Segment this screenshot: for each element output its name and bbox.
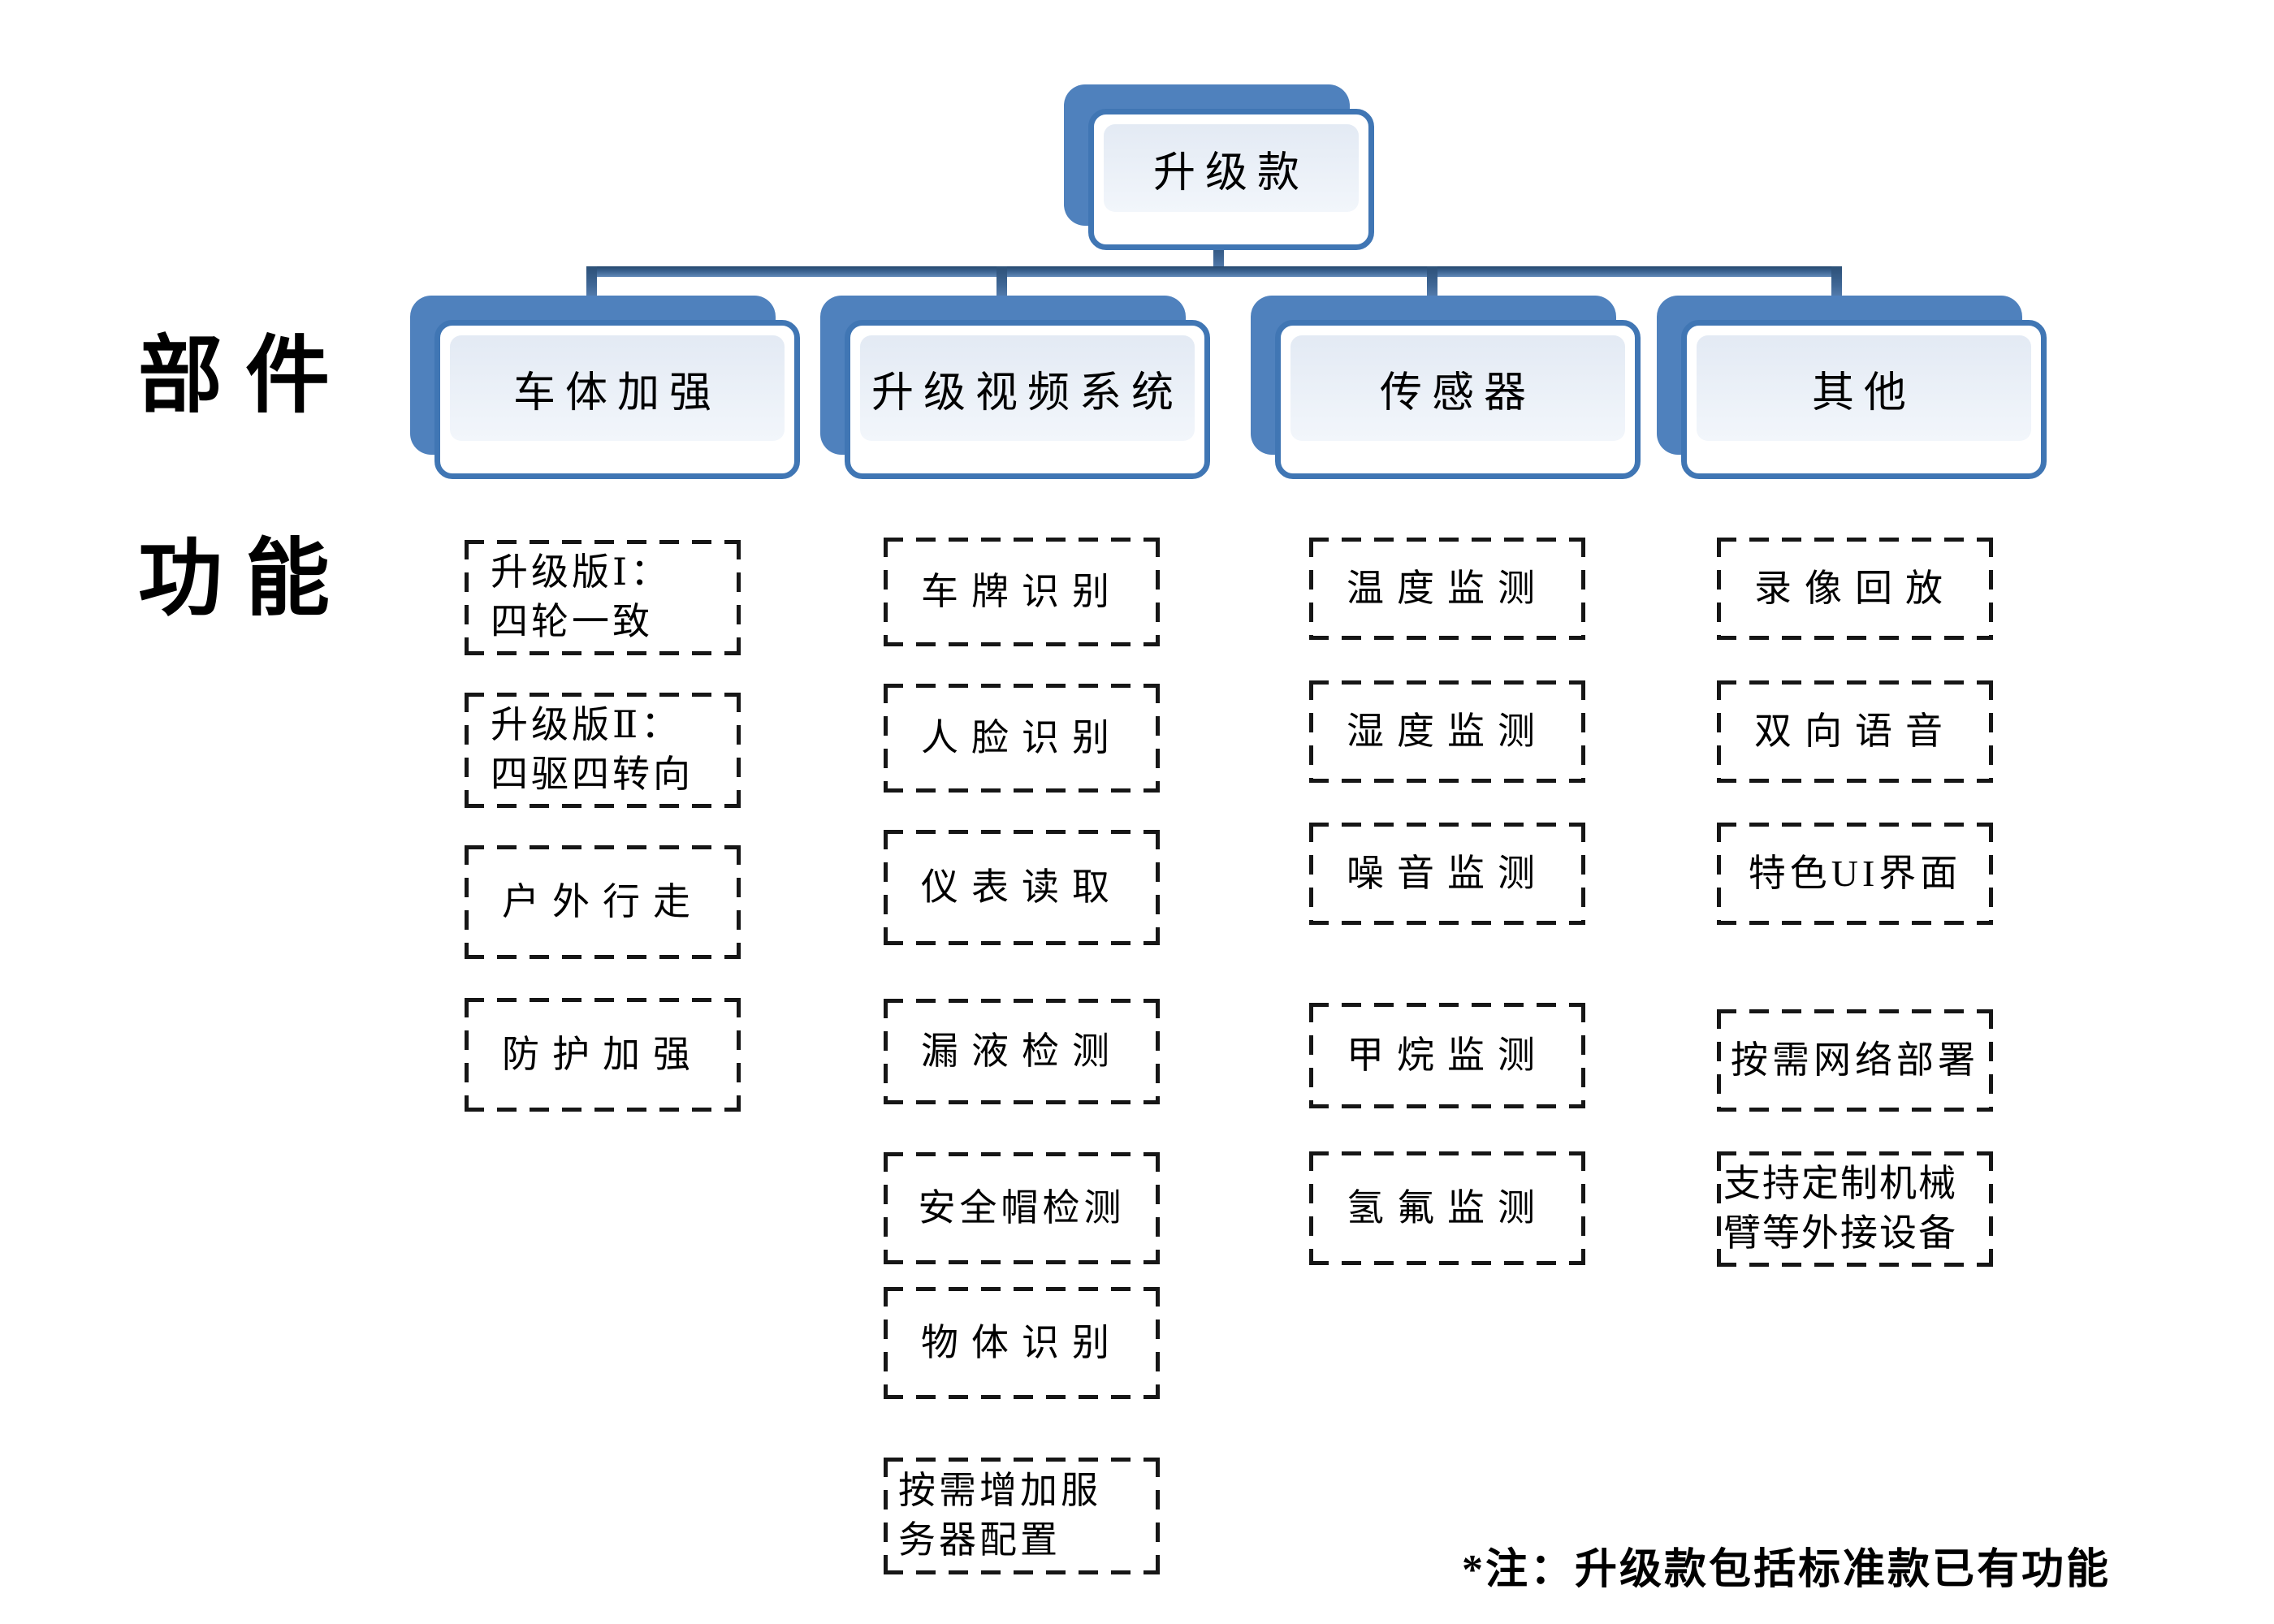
function-item: 升级版Ⅱ： 四驱四转向 [465, 693, 741, 808]
function-label: 物体识别 [921, 1321, 1122, 1363]
function-label: 按需网络部署 [1731, 1039, 1979, 1081]
function-label: 漏液检测 [921, 1030, 1122, 1072]
function-item: 噪音监测 [1309, 823, 1585, 925]
function-item: 按需网络部署 [1717, 1009, 1993, 1112]
function-label: 双向语音 [1754, 710, 1956, 752]
node-main: 升级视频系统 [845, 320, 1210, 479]
connector-drop-2 [996, 266, 1007, 300]
function-label: 按需增加服 务器配置 [898, 1470, 1101, 1561]
node-main: 其他 [1681, 320, 2047, 479]
function-item: 双向语音 [1717, 680, 1993, 783]
category-node-sensors: 传感器 [1251, 296, 1641, 479]
node-main: 传感器 [1275, 320, 1641, 479]
function-label: 升级版Ⅰ： 四轮一致 [491, 551, 672, 642]
row-label-components: 部件 [138, 330, 353, 423]
function-label: 安全帽检测 [918, 1186, 1126, 1229]
function-label: 车牌识别 [921, 570, 1122, 612]
function-item: 防护加强 [465, 998, 741, 1112]
function-item: 甲烷监测 [1309, 1003, 1585, 1108]
function-label: 录像回放 [1754, 567, 1956, 609]
category-label: 车体加强 [512, 369, 721, 417]
category-node-body-reinforcement: 车体加强 [410, 296, 800, 479]
function-item: 人脸识别 [884, 684, 1160, 793]
node-panel: 升级视频系统 [860, 335, 1195, 441]
function-item: 仪表读取 [884, 830, 1160, 945]
function-item: 户外行走 [465, 845, 741, 959]
root-node-panel: 升级款 [1104, 124, 1359, 212]
category-label: 其他 [1811, 369, 1916, 417]
function-item: 漏液检测 [884, 999, 1160, 1104]
function-label: 支持定制机械 臂等外接设备 [1723, 1163, 1957, 1254]
function-item: 车牌识别 [884, 538, 1160, 646]
category-node-video-system: 升级视频系统 [820, 296, 1210, 479]
node-panel: 传感器 [1290, 335, 1625, 441]
function-item: 升级版Ⅰ： 四轮一致 [465, 540, 741, 655]
function-item: 按需增加服 务器配置 [884, 1458, 1160, 1574]
function-item: 特色UI界面 [1717, 823, 1993, 925]
node-panel: 其他 [1697, 335, 2031, 441]
function-label: 仪表读取 [921, 866, 1122, 908]
function-item: 物体识别 [884, 1287, 1160, 1399]
root-node-label: 升级款 [1152, 149, 1309, 197]
category-node-others: 其他 [1657, 296, 2047, 479]
connector-drop-1 [586, 266, 597, 300]
function-item: 安全帽检测 [884, 1152, 1160, 1264]
function-label: 温度监测 [1347, 567, 1548, 609]
row-label-functions: 功能 [138, 533, 353, 626]
function-label: 防护加强 [502, 1033, 703, 1075]
function-label: 噪音监测 [1347, 852, 1548, 894]
function-label: 人脸识别 [921, 716, 1122, 758]
node-main: 车体加强 [434, 320, 800, 479]
category-label: 传感器 [1379, 369, 1536, 417]
function-label: 升级版Ⅱ： 四驱四转向 [491, 704, 694, 795]
root-node-main: 升级款 [1088, 109, 1374, 250]
function-item: 温度监测 [1309, 538, 1585, 640]
connector-drop-4 [1831, 266, 1842, 300]
function-item: 录像回放 [1717, 538, 1993, 640]
connector-horizontal-line [586, 266, 1842, 277]
function-item: 氢氟监测 [1309, 1151, 1585, 1265]
function-item: 支持定制机械 臂等外接设备 [1717, 1151, 1993, 1267]
function-label: 户外行走 [502, 880, 703, 922]
function-label: 湿度监测 [1347, 710, 1548, 752]
category-label: 升级视频系统 [871, 369, 1183, 417]
function-label: 氢氟监测 [1347, 1186, 1548, 1229]
function-item: 湿度监测 [1309, 680, 1585, 783]
root-node: 升级款 [1064, 84, 1374, 250]
function-label: 特色UI界面 [1748, 852, 1962, 894]
footnote: *注：升级款包括标准款已有功能 [1462, 1547, 2112, 1593]
connector-drop-3 [1427, 266, 1437, 300]
function-label: 甲烷监测 [1347, 1034, 1548, 1076]
node-panel: 车体加强 [450, 335, 785, 441]
